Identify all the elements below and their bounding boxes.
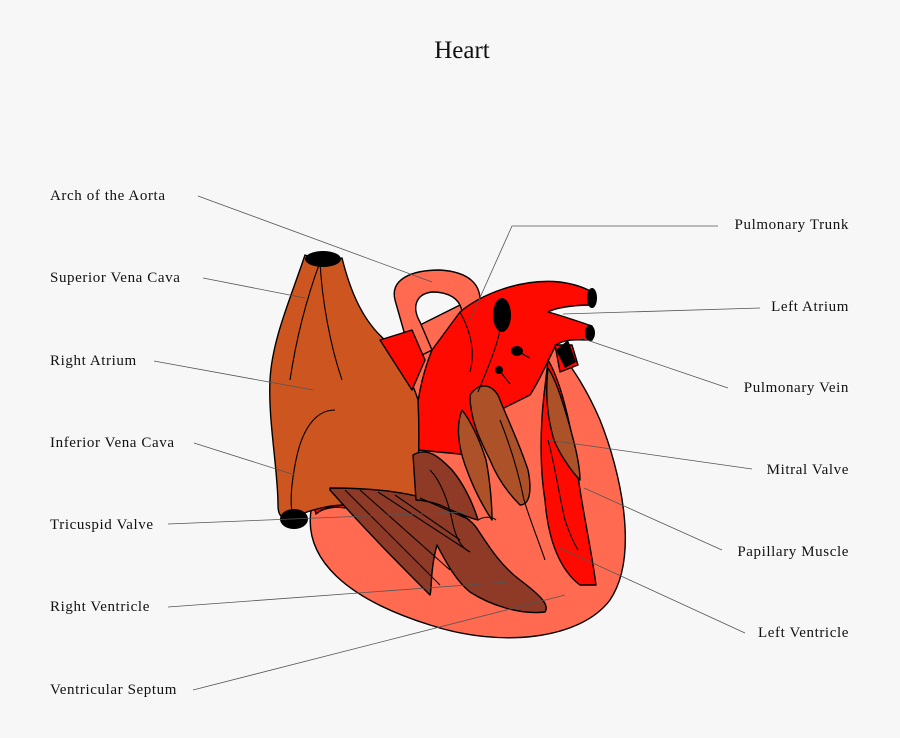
label-left-atrium: Left Atrium bbox=[771, 299, 849, 315]
label-papillary-muscle: Papillary Muscle bbox=[737, 544, 849, 560]
label-inferior-vena-cava: Inferior Vena Cava bbox=[50, 435, 175, 451]
pulmonary-trunk-opening bbox=[493, 298, 511, 332]
label-tricuspid-valve: Tricuspid Valve bbox=[50, 517, 154, 533]
right-labels: Pulmonary Trunk Left Atrium Pulmonary Ve… bbox=[735, 217, 849, 641]
left-labels: Arch of the Aorta Superior Vena Cava Rig… bbox=[50, 188, 181, 698]
heart-illustration bbox=[270, 251, 626, 638]
pulmonary-vein-opening bbox=[585, 325, 595, 341]
label-left-ventricle: Left Ventricle bbox=[758, 625, 849, 641]
label-superior-vena-cava: Superior Vena Cava bbox=[50, 270, 181, 286]
label-right-atrium: Right Atrium bbox=[50, 353, 137, 369]
label-right-ventricle: Right Ventricle bbox=[50, 599, 150, 615]
diagram-title: Heart bbox=[434, 37, 490, 64]
label-ventricular-septum: Ventricular Septum bbox=[50, 682, 177, 698]
label-pulmonary-trunk: Pulmonary Trunk bbox=[735, 217, 849, 233]
superior-vena-cava-opening bbox=[305, 251, 341, 267]
label-pulmonary-vein: Pulmonary Vein bbox=[744, 380, 849, 396]
left-atrium-opening bbox=[587, 288, 597, 308]
label-arch-of-aorta: Arch of the Aorta bbox=[50, 188, 166, 204]
label-mitral-valve: Mitral Valve bbox=[767, 462, 849, 478]
